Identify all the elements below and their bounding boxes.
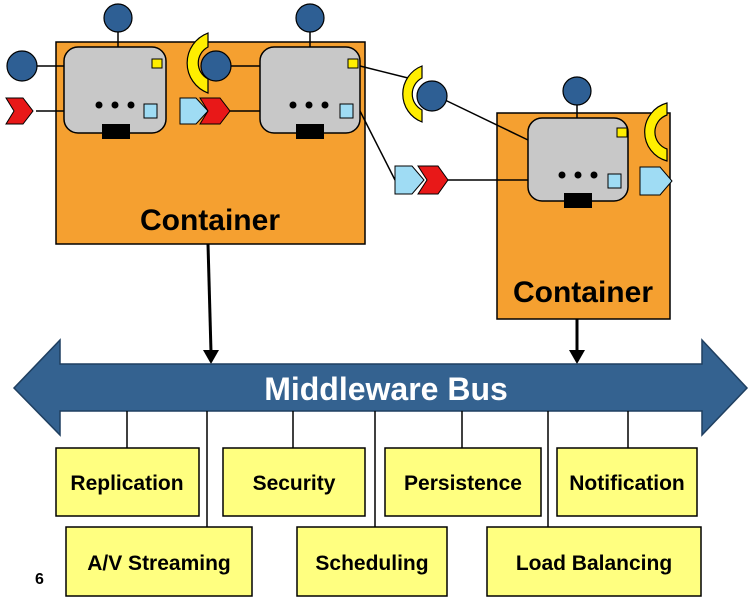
component-1-attribute [151,58,163,69]
component-3-facet-port [562,76,592,106]
service-lines [126,411,629,527]
middleware-bus: Middleware Bus [12,338,749,437]
service-av-streaming: A/V Streaming [65,526,253,597]
component-2-receptacle-port [200,50,232,82]
component-2-base [296,124,324,139]
component-3-receptacle-icon [644,102,668,162]
service-persistence: Persistence [384,447,542,517]
component-1-receptacle-port [6,50,38,82]
connection-lines [36,30,578,181]
receptacle-connector-icon [402,65,423,123]
service-load-balancing-label: Load Balancing [516,552,672,575]
service-notification-label: Notification [569,472,685,495]
container-right-label: Container [513,276,653,309]
component-2 [259,46,361,139]
component-3 [527,117,629,208]
service-replication: Replication [55,447,200,517]
component-1-event-source-port [143,103,158,119]
facet-connector-port [416,80,448,112]
service-security: Security [222,447,366,517]
component-2-attribute [347,58,359,69]
page-number: 6 [35,571,44,588]
event-source-connector-icon [394,165,425,195]
component-3-base [564,193,592,208]
service-scheduling: Scheduling [296,526,448,597]
service-replication-label: Replication [70,472,183,495]
component-3-event-output-icon [639,166,673,196]
event-sink-connector-icon [417,165,449,195]
component-1-event-sink-port [5,97,34,125]
component-1-facet-port [103,3,133,33]
component-2-facet-port [295,3,325,33]
component-1 [63,46,167,139]
component-3-event-source-port [607,173,622,189]
event-source-arrow-icon [179,97,209,125]
event-sink-arrow-icon [199,97,231,125]
middleware-bus-label: Middleware Bus [264,371,508,407]
service-security-label: Security [253,472,336,495]
component-1-base [102,124,130,139]
service-notification: Notification [556,447,698,517]
component-2-event-source-port [339,103,354,119]
service-av-streaming-label: A/V Streaming [87,552,231,575]
service-scheduling-label: Scheduling [315,552,428,575]
service-persistence-label: Persistence [404,472,522,495]
component-1-receptacle-icon [186,32,209,94]
service-load-balancing: Load Balancing [486,526,702,597]
container-to-bus-arrows [203,243,585,364]
component-3-attribute [616,127,628,138]
container-left-label: Container [140,204,280,237]
